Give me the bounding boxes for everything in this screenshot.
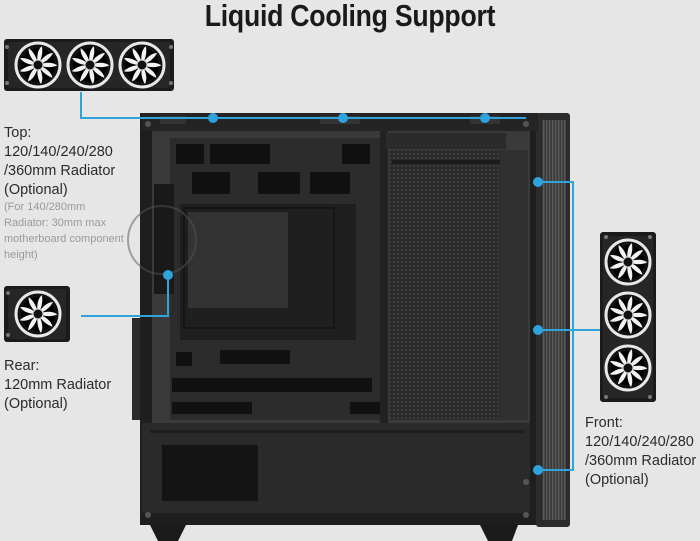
rear-radiator-label: Rear: 120mm Radiator (Optional)	[4, 357, 111, 414]
top-label-line: Top:	[4, 125, 32, 141]
fan-icon	[14, 290, 62, 338]
rear-label-line: Rear:	[4, 358, 40, 374]
front-label-line: /360mm Radiator	[585, 453, 697, 469]
rear-label-line: 120mm Radiator	[4, 377, 112, 393]
top-note-line: Radiator: 30mm max	[4, 217, 107, 229]
fan-icon	[604, 344, 652, 392]
page-title: Liquid Cooling Support	[204, 0, 496, 33]
front-radiator-label: Front: 120/140/240/280 /360mm Radiator (…	[585, 414, 696, 490]
top-callout-line	[80, 92, 526, 119]
top-label-line: /360mm Radiator	[4, 163, 116, 179]
top-note-line: height)	[4, 249, 38, 261]
front-label-line: 120/140/240/280	[585, 434, 694, 450]
front-label-line: Front:	[585, 415, 623, 431]
fan-icon	[66, 41, 114, 89]
rear-callout-line	[81, 275, 169, 317]
top-label-line: (Optional)	[4, 182, 68, 198]
fan-icon	[118, 41, 166, 89]
front-callout-line	[538, 181, 574, 471]
rear-radiator-icon	[4, 286, 70, 342]
top-note-line: (For 140/280mm	[4, 201, 86, 213]
pc-case	[127, 113, 570, 541]
fan-icon	[604, 291, 652, 339]
rear-label-line: (Optional)	[4, 396, 68, 412]
fan-icon	[14, 41, 62, 89]
callout-lines	[80, 92, 600, 471]
front-radiator-icon	[600, 232, 656, 402]
top-radiator-icon	[4, 39, 174, 91]
top-label-line: 120/140/240/280	[4, 144, 113, 160]
callout-dots	[163, 113, 543, 475]
top-note-line: motherboard component	[4, 233, 124, 245]
front-label-line: (Optional)	[585, 472, 649, 488]
top-radiator-label: Top: 120/140/240/280 /360mm Radiator (Op…	[4, 124, 115, 200]
fan-icon	[604, 238, 652, 286]
top-radiator-note: (For 140/280mm Radiator: 30mm max mother…	[4, 199, 144, 263]
